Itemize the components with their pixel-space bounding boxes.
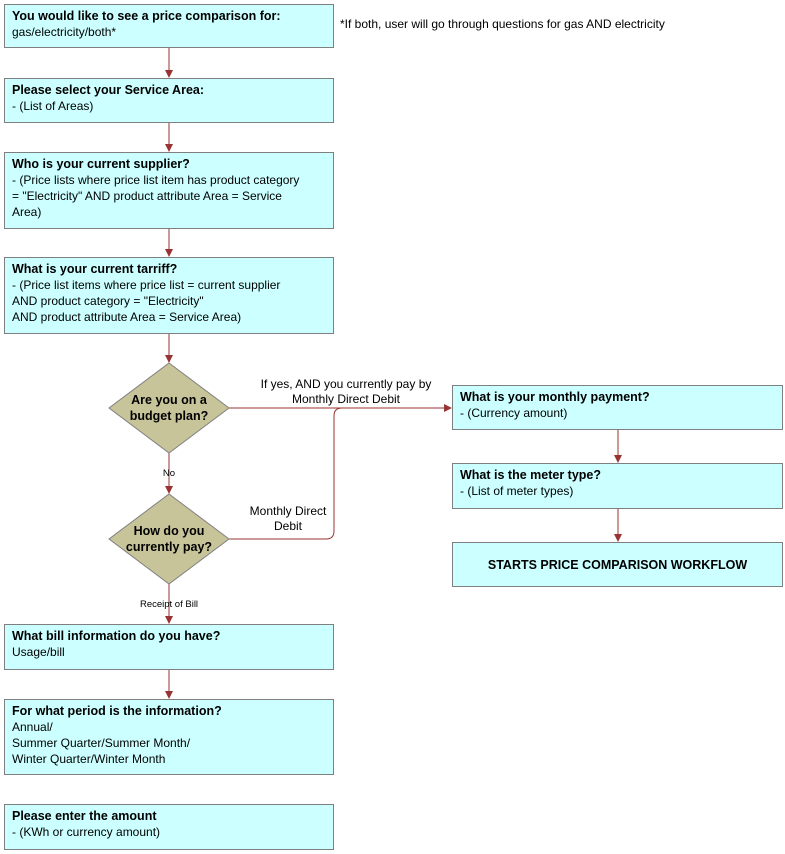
box-supplier-line: - (Price lists where price list item has… [12,173,300,187]
box-period-line: Summer Quarter/Summer Month/ [12,736,191,750]
decision-budget-line: Are you on a [131,393,207,407]
box-period: For what period is the information? Annu… [4,699,334,775]
box-monthly: What is your monthly payment? - (Currenc… [452,385,783,430]
box-bill-title: What bill information do you have? [12,629,221,643]
box-supplier-line: Area) [12,205,42,219]
decision-pay-label: How do you currently pay? [109,523,229,555]
arrow-pay-dd-to-monthly [229,407,343,540]
both-note: *If both, user will go through questions… [340,17,665,31]
box-compare: You would like to see a price comparison… [4,4,334,48]
decision-pay-line: How do you [133,524,205,538]
decision-budget-label: Are you on a budget plan? [109,392,229,424]
box-meter-line: - (List of meter types) [460,484,574,498]
box-period-line: Annual/ [12,720,53,734]
box-monthly-title: What is your monthly payment? [460,390,650,404]
edge-label-yes-line: Monthly Direct Debit [291,392,401,406]
box-tariff-line: AND product category = "Electricity" [12,294,204,308]
decision-pay-line: currently pay? [125,540,213,554]
decision-budget-diamond [108,362,230,454]
edge-label-yes-line: If yes, AND you currently pay by [260,377,432,391]
edge-label-receipt: Receipt of Bill [139,599,199,610]
box-amount-title: Please enter the amount [12,809,157,823]
edge-label-dd-line: Monthly Direct [249,504,327,518]
box-amount: Please enter the amount - (KWh or curren… [4,804,334,850]
box-bill: What bill information do you have? Usage… [4,624,334,670]
edge-label-no: No [162,468,176,479]
box-period-line: Winter Quarter/Winter Month [12,752,166,766]
decision-pay-diamond [108,493,230,585]
box-supplier-line: = "Electricity" AND product attribute Ar… [12,189,282,203]
edge-label-yes: If yes, AND you currently pay by Monthly… [236,377,456,407]
box-area: Please select your Service Area: - (List… [4,78,334,123]
box-area-line: - (List of Areas) [12,99,94,113]
decision-budget-line: budget plan? [129,409,209,423]
box-period-title: For what period is the information? [12,704,222,718]
box-compare-line: gas/electricity/both* [12,25,117,39]
box-supplier: Who is your current supplier? - (Price l… [4,152,334,229]
box-tariff: What is your current tarriff? - (Price l… [4,257,334,334]
box-meter: What is the meter type? - (List of meter… [452,463,783,509]
box-tariff-line: AND product attribute Area = Service Are… [12,310,242,324]
box-monthly-line: - (Currency amount) [460,406,568,420]
box-tariff-title: What is your current tarriff? [12,262,178,276]
box-supplier-title: Who is your current supplier? [12,157,190,171]
box-meter-title: What is the meter type? [460,468,601,482]
box-area-title: Please select your Service Area: [12,83,205,97]
box-bill-line: Usage/bill [12,645,65,659]
edge-label-direct-debit: Monthly Direct Debit [238,504,338,534]
edge-label-dd-line: Debit [273,519,302,533]
box-tariff-line: - (Price list items where price list = c… [12,278,281,292]
box-starts-workflow: STARTS PRICE COMPARISON WORKFLOW [452,542,783,587]
box-amount-line: - (KWh or currency amount) [12,825,161,839]
box-compare-title: You would like to see a price comparison… [12,9,281,23]
